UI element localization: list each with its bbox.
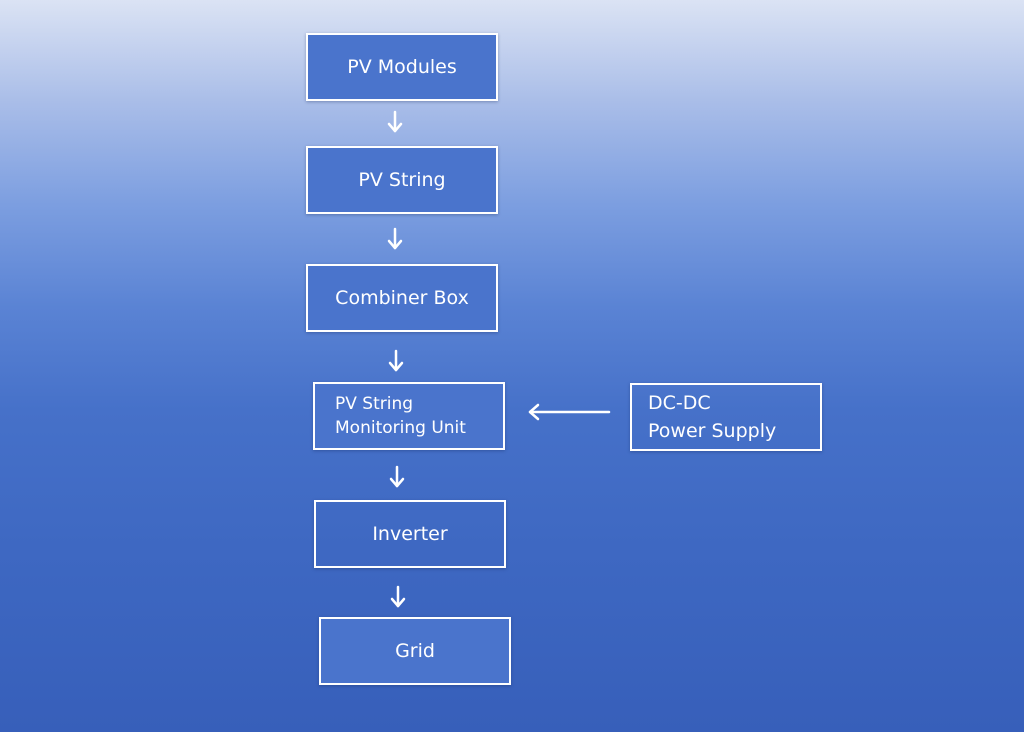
node-pv-string: PV String [306, 146, 498, 214]
node-pv-modules-label: PV Modules [347, 56, 457, 78]
node-dc-dc-supply-line2: Power Supply [648, 420, 777, 442]
node-combiner-box: Combiner Box [306, 264, 498, 332]
node-pv-string-label: PV String [358, 169, 446, 191]
arrow-combiner-to-monitoring [388, 349, 404, 372]
arrow-monitoring-to-inverter [389, 465, 405, 488]
arrow-inverter-to-grid [390, 585, 406, 608]
node-grid: Grid [319, 617, 511, 685]
arrow-modules-to-string [387, 110, 403, 133]
node-dc-dc-supply: DC-DC Power Supply [630, 383, 822, 451]
node-monitoring-unit: PV String Monitoring Unit [313, 382, 505, 450]
node-pv-modules: PV Modules [306, 33, 498, 101]
arrow-supply-to-monitoring [528, 403, 611, 421]
node-grid-label: Grid [395, 640, 435, 662]
node-inverter: Inverter [314, 500, 506, 568]
node-monitoring-unit-line1: PV String [335, 394, 414, 414]
node-dc-dc-supply-line1: DC-DC [648, 392, 711, 414]
node-combiner-box-label: Combiner Box [335, 287, 469, 309]
node-inverter-label: Inverter [372, 523, 448, 545]
node-monitoring-unit-line2: Monitoring Unit [335, 418, 466, 438]
arrow-string-to-combiner [387, 227, 403, 250]
